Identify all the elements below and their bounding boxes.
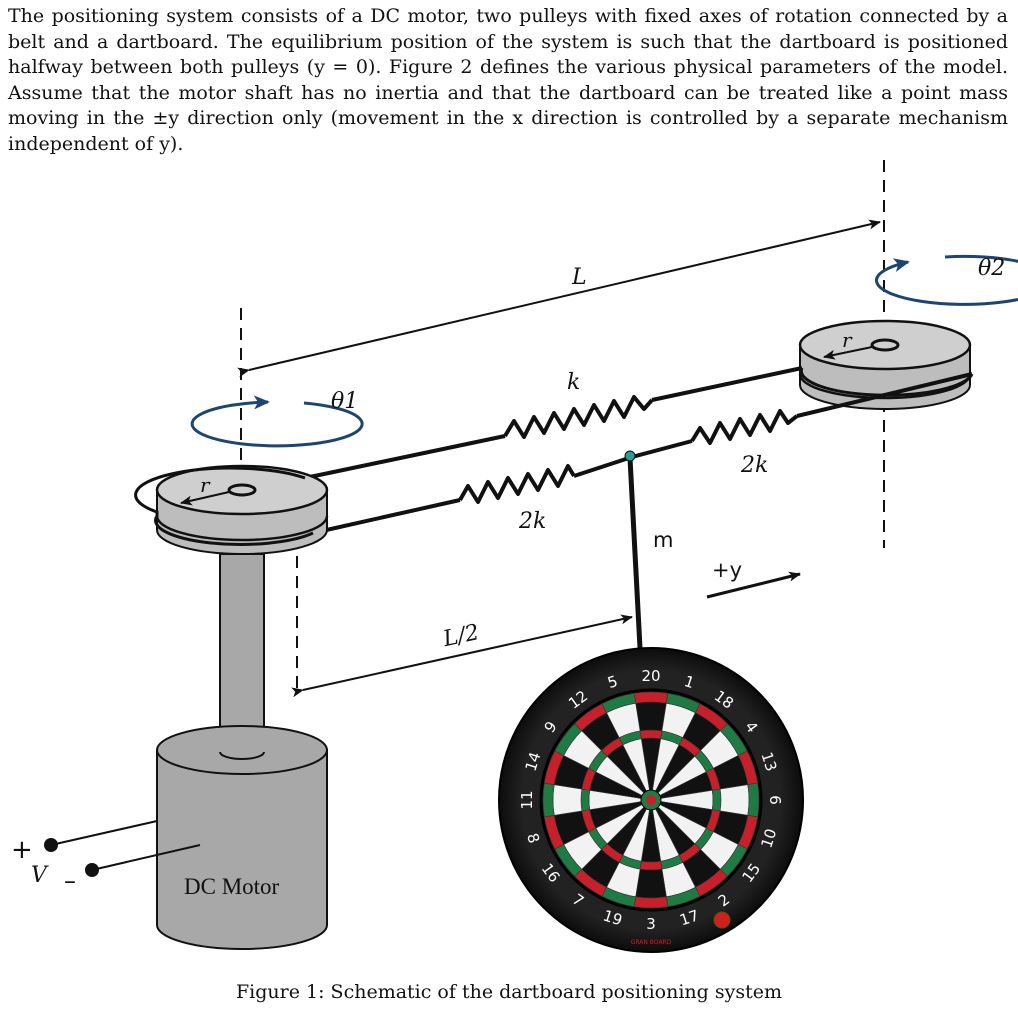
- spring-2k-right: [690, 409, 799, 445]
- dartboard-segment: [552, 784, 583, 816]
- dartboard-number: 11: [518, 790, 536, 809]
- dartboard-segment: [542, 782, 555, 818]
- dc-motor: DC Motor: [156, 725, 328, 950]
- motor-label: DC Motor: [184, 874, 280, 899]
- terminal-plus: [44, 838, 58, 852]
- pulley-right-radius-label: r: [842, 328, 853, 352]
- spring-k-label: k: [567, 370, 580, 395]
- dartboard-number: 6: [766, 795, 784, 805]
- dartboard-segment: [639, 729, 663, 740]
- dartboard-segment: [635, 701, 667, 732]
- dartboard-outer-ring: [539, 688, 763, 912]
- dartboard-number: 19: [601, 906, 625, 929]
- pulley-left-radius-label: r: [200, 473, 211, 497]
- belt-wrap-left: [134, 466, 314, 546]
- dartboard-rings: [539, 688, 763, 912]
- half-length-label: L/2: [440, 620, 481, 652]
- terminal-plus-wire: [50, 820, 158, 846]
- dartboard-segment: [601, 692, 637, 714]
- belt-wrap-right: [799, 367, 974, 397]
- dartboard-segment: [639, 860, 663, 871]
- plus-y-label: +y: [712, 558, 742, 582]
- mass-label: m: [653, 528, 673, 552]
- spring-k: [503, 395, 654, 439]
- theta2-rotation-arrow: [874, 254, 1018, 306]
- spring-2k-left-label: 2k: [518, 509, 546, 534]
- dartboard-segment: [580, 788, 591, 812]
- dartboard-segment: [633, 896, 669, 909]
- dartboard-segment: [719, 784, 750, 816]
- theta1-label: θ1: [331, 389, 358, 414]
- dartboard-segment: [711, 788, 722, 812]
- dartboard-number: 10: [757, 826, 780, 850]
- dartboard-segment: [747, 782, 760, 818]
- figure-caption: Figure 1: Schematic of the dartboard pos…: [236, 981, 782, 1003]
- half-length-arrow: [291, 614, 633, 698]
- belt-top: [304, 366, 803, 480]
- dartboard-segment: [635, 868, 667, 899]
- plus-sign: +: [11, 835, 33, 865]
- voltage-label: V: [31, 863, 49, 888]
- dartboard-bullseye: [646, 795, 656, 805]
- minus-sign: –: [64, 867, 76, 895]
- belt-bottom: [312, 372, 973, 535]
- spring-2k-right-label: 2k: [740, 453, 768, 478]
- attachment-point: [624, 450, 636, 462]
- dartboard-number: 3: [646, 915, 656, 933]
- plus-y-arrow: [706, 571, 801, 599]
- theta2-label: θ2: [978, 256, 1005, 281]
- length-label: L: [571, 265, 587, 290]
- length-arrow: [237, 219, 881, 378]
- dartboard-number: 13: [757, 750, 780, 774]
- hanger-rod: [627, 457, 643, 649]
- theta1-rotation-arrow: [190, 395, 364, 448]
- dartboard-number: 14: [522, 750, 545, 774]
- dartboard-segment: [633, 691, 669, 704]
- spring-2k-left: [458, 464, 576, 504]
- dartboard-number: 20: [641, 667, 660, 685]
- dartboard-brand: GRAN BOARD: [631, 939, 672, 946]
- dartboard-led: [713, 911, 731, 929]
- terminal-minus-wire: [91, 844, 201, 871]
- intro-paragraph: The positioning system consists of a DC …: [8, 5, 1008, 155]
- dartboard-number: 17: [677, 906, 701, 929]
- pulley-left: r: [155, 464, 329, 555]
- terminal-minus: [85, 863, 99, 877]
